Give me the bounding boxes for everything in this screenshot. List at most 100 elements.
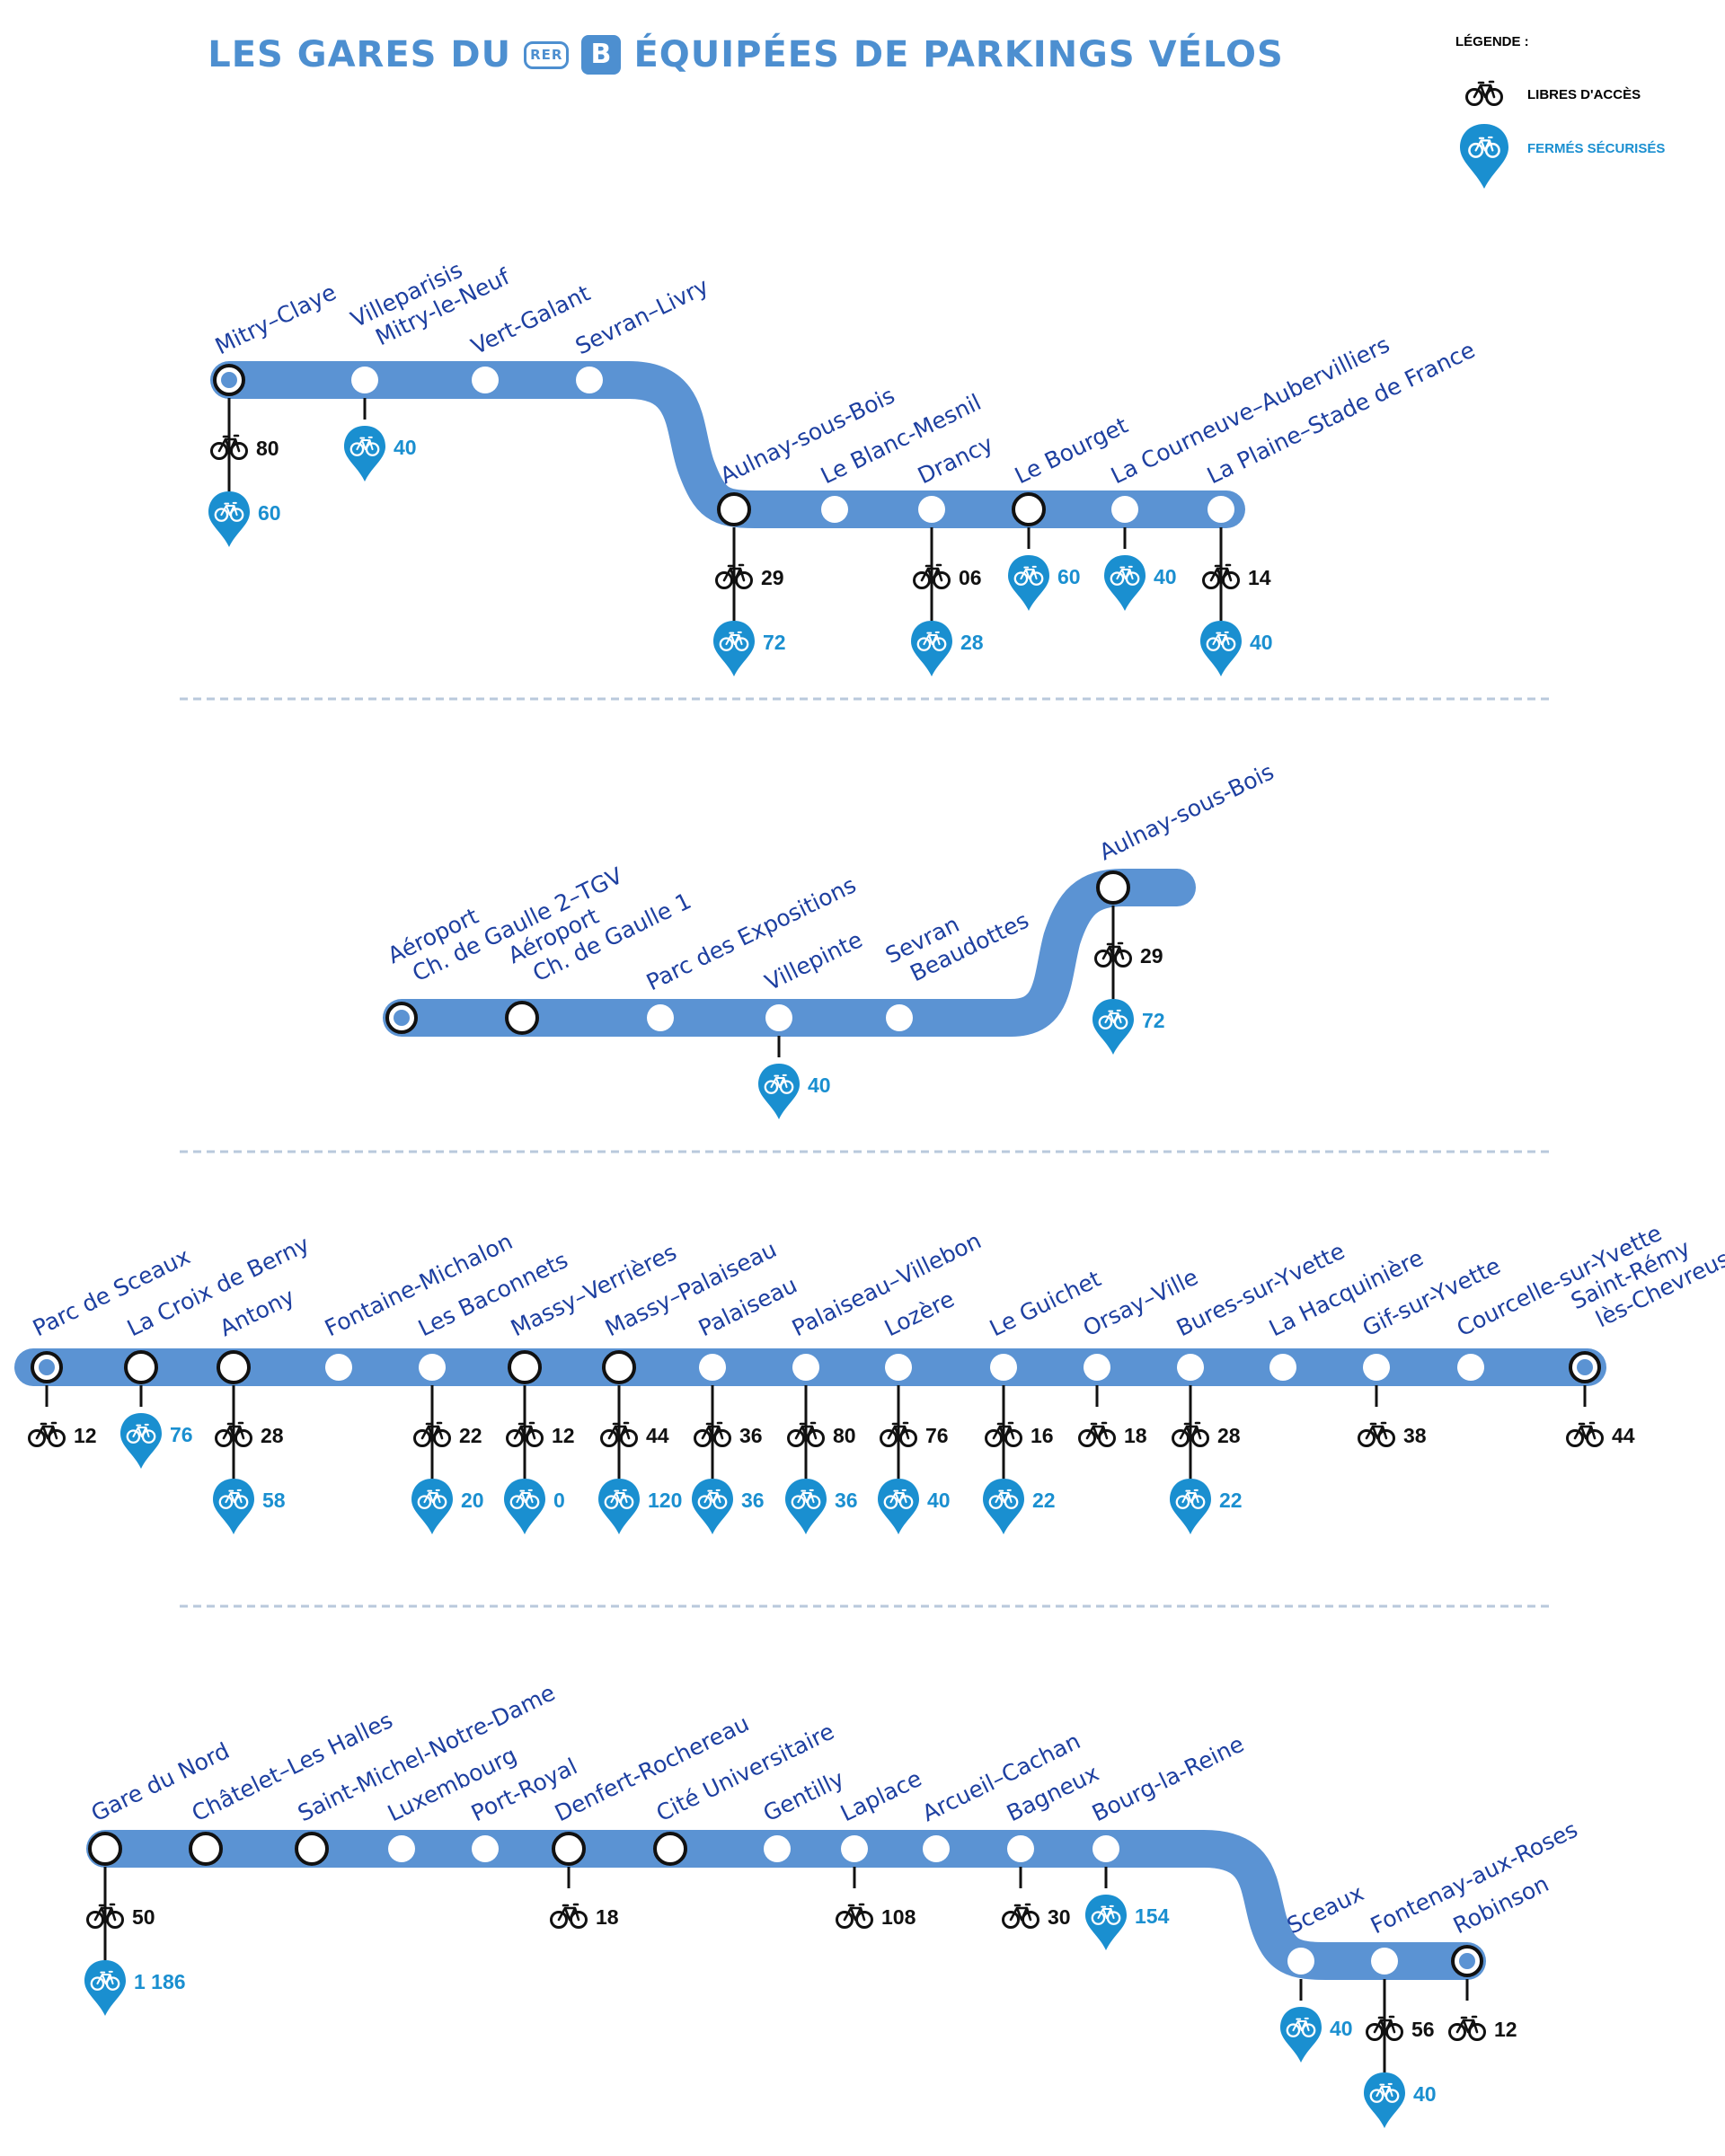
open-parking-count: 29 xyxy=(761,566,784,589)
open-bike-parking-icon xyxy=(1002,1903,1039,1929)
secure-parking-count: 28 xyxy=(960,631,984,654)
legend-bike-icon xyxy=(1465,80,1503,106)
secure-parking-count: 40 xyxy=(808,1074,831,1097)
station-name: Aulnay-sous-Bois xyxy=(1095,758,1278,865)
station-name: Laplace xyxy=(836,1765,925,1826)
secure-parking-pin-icon xyxy=(411,1479,453,1534)
station-marker xyxy=(472,1835,499,1862)
line-b-badge: B xyxy=(581,35,622,75)
major-station-marker xyxy=(1012,492,1046,526)
open-parking-count: 36 xyxy=(739,1424,763,1447)
station-marker xyxy=(792,1354,819,1381)
secure-parking-pin-icon xyxy=(1085,1895,1127,1950)
open-bike-parking-icon xyxy=(550,1903,588,1929)
secure-parking-count: 36 xyxy=(741,1489,765,1512)
open-parking-count: 29 xyxy=(1140,944,1163,968)
open-parking-count: 44 xyxy=(646,1424,669,1447)
open-bike-parking-icon xyxy=(1078,1421,1116,1447)
terminus-marker-dot xyxy=(1459,1953,1475,1969)
secure-parking-pin-icon xyxy=(911,621,952,676)
station-marker xyxy=(764,1835,791,1862)
station-marker xyxy=(1084,1354,1110,1381)
station-marker xyxy=(647,1004,674,1031)
secure-parking-count: 22 xyxy=(1219,1489,1243,1512)
major-station-marker xyxy=(508,1350,542,1384)
open-parking-count: 80 xyxy=(833,1424,856,1447)
secure-parking-pin-icon xyxy=(785,1479,827,1534)
station-marker xyxy=(1208,496,1234,523)
station-marker xyxy=(1371,1948,1398,1975)
secure-parking-count: 36 xyxy=(835,1489,858,1512)
major-station-marker xyxy=(295,1832,329,1866)
secure-parking-count: 72 xyxy=(1142,1009,1165,1032)
legend-secure-pin-icon xyxy=(1460,124,1508,189)
open-parking-count: 12 xyxy=(1494,2018,1517,2041)
station-marker xyxy=(419,1354,446,1381)
secure-parking-pin-icon xyxy=(1092,999,1134,1055)
major-station-marker xyxy=(602,1350,636,1384)
station-name: SevranBeaudottes xyxy=(881,883,1033,994)
secure-parking-pin-icon xyxy=(598,1479,640,1534)
station-marker xyxy=(325,1354,352,1381)
open-bike-parking-icon xyxy=(836,1903,873,1929)
station-marker xyxy=(1363,1354,1390,1381)
major-station-marker xyxy=(217,1350,251,1384)
open-parking-count: 80 xyxy=(256,437,279,460)
secure-parking-count: 22 xyxy=(1032,1489,1056,1512)
station-marker xyxy=(765,1004,792,1031)
major-station-marker xyxy=(1096,870,1130,905)
station-marker xyxy=(1457,1354,1484,1381)
station-name: Villepinte xyxy=(761,926,867,995)
legend-secure-parking-label: FERMÉS SÉCURISÉS xyxy=(1527,141,1666,156)
open-parking-count: 56 xyxy=(1411,2018,1435,2041)
terminus-marker-dot xyxy=(394,1010,410,1026)
major-station-marker xyxy=(88,1832,122,1866)
major-station-marker xyxy=(124,1350,158,1384)
station-marker xyxy=(923,1835,950,1862)
station-name: Sceaux xyxy=(1283,1879,1367,1939)
secure-parking-pin-icon xyxy=(758,1064,800,1119)
major-station-marker xyxy=(717,492,751,526)
secure-parking-count: 40 xyxy=(394,436,417,459)
major-station-marker xyxy=(552,1832,586,1866)
open-parking-count: 18 xyxy=(1124,1424,1147,1447)
secure-parking-pin-icon xyxy=(213,1479,254,1534)
station-marker xyxy=(886,1004,913,1031)
secure-parking-pin-icon xyxy=(1200,621,1242,676)
open-bike-parking-icon xyxy=(1358,1421,1395,1447)
terminus-marker-dot xyxy=(1577,1359,1593,1375)
secure-parking-count: 60 xyxy=(1057,565,1081,588)
secure-parking-pin-icon xyxy=(344,426,385,482)
secure-parking-pin-icon xyxy=(692,1479,733,1534)
secure-parking-count: 40 xyxy=(1330,2017,1353,2040)
secure-parking-pin-icon xyxy=(1104,555,1146,611)
station-aulnay-sous-bois[interactable]: 29 72 Aulnay-sous-Bois xyxy=(1092,758,1278,1055)
secure-parking-pin-icon xyxy=(1008,555,1049,611)
open-bike-parking-icon xyxy=(28,1421,66,1447)
station-marker xyxy=(885,1354,912,1381)
open-parking-count: 44 xyxy=(1612,1424,1635,1447)
open-parking-count: 76 xyxy=(925,1424,949,1447)
secure-parking-count: 154 xyxy=(1135,1904,1170,1928)
secure-parking-pin-icon xyxy=(120,1413,162,1469)
station-marker xyxy=(351,367,378,393)
secure-parking-pin-icon xyxy=(1364,2072,1405,2128)
page-title: LES GARES DU RER B ÉQUIPÉES DE PARKINGS … xyxy=(0,34,1725,75)
secure-parking-pin-icon xyxy=(983,1479,1024,1534)
station-marker xyxy=(821,496,848,523)
secure-parking-count: 60 xyxy=(258,501,281,525)
station-marker xyxy=(1177,1354,1204,1381)
station-name: Parc de Sceaux xyxy=(29,1243,194,1342)
